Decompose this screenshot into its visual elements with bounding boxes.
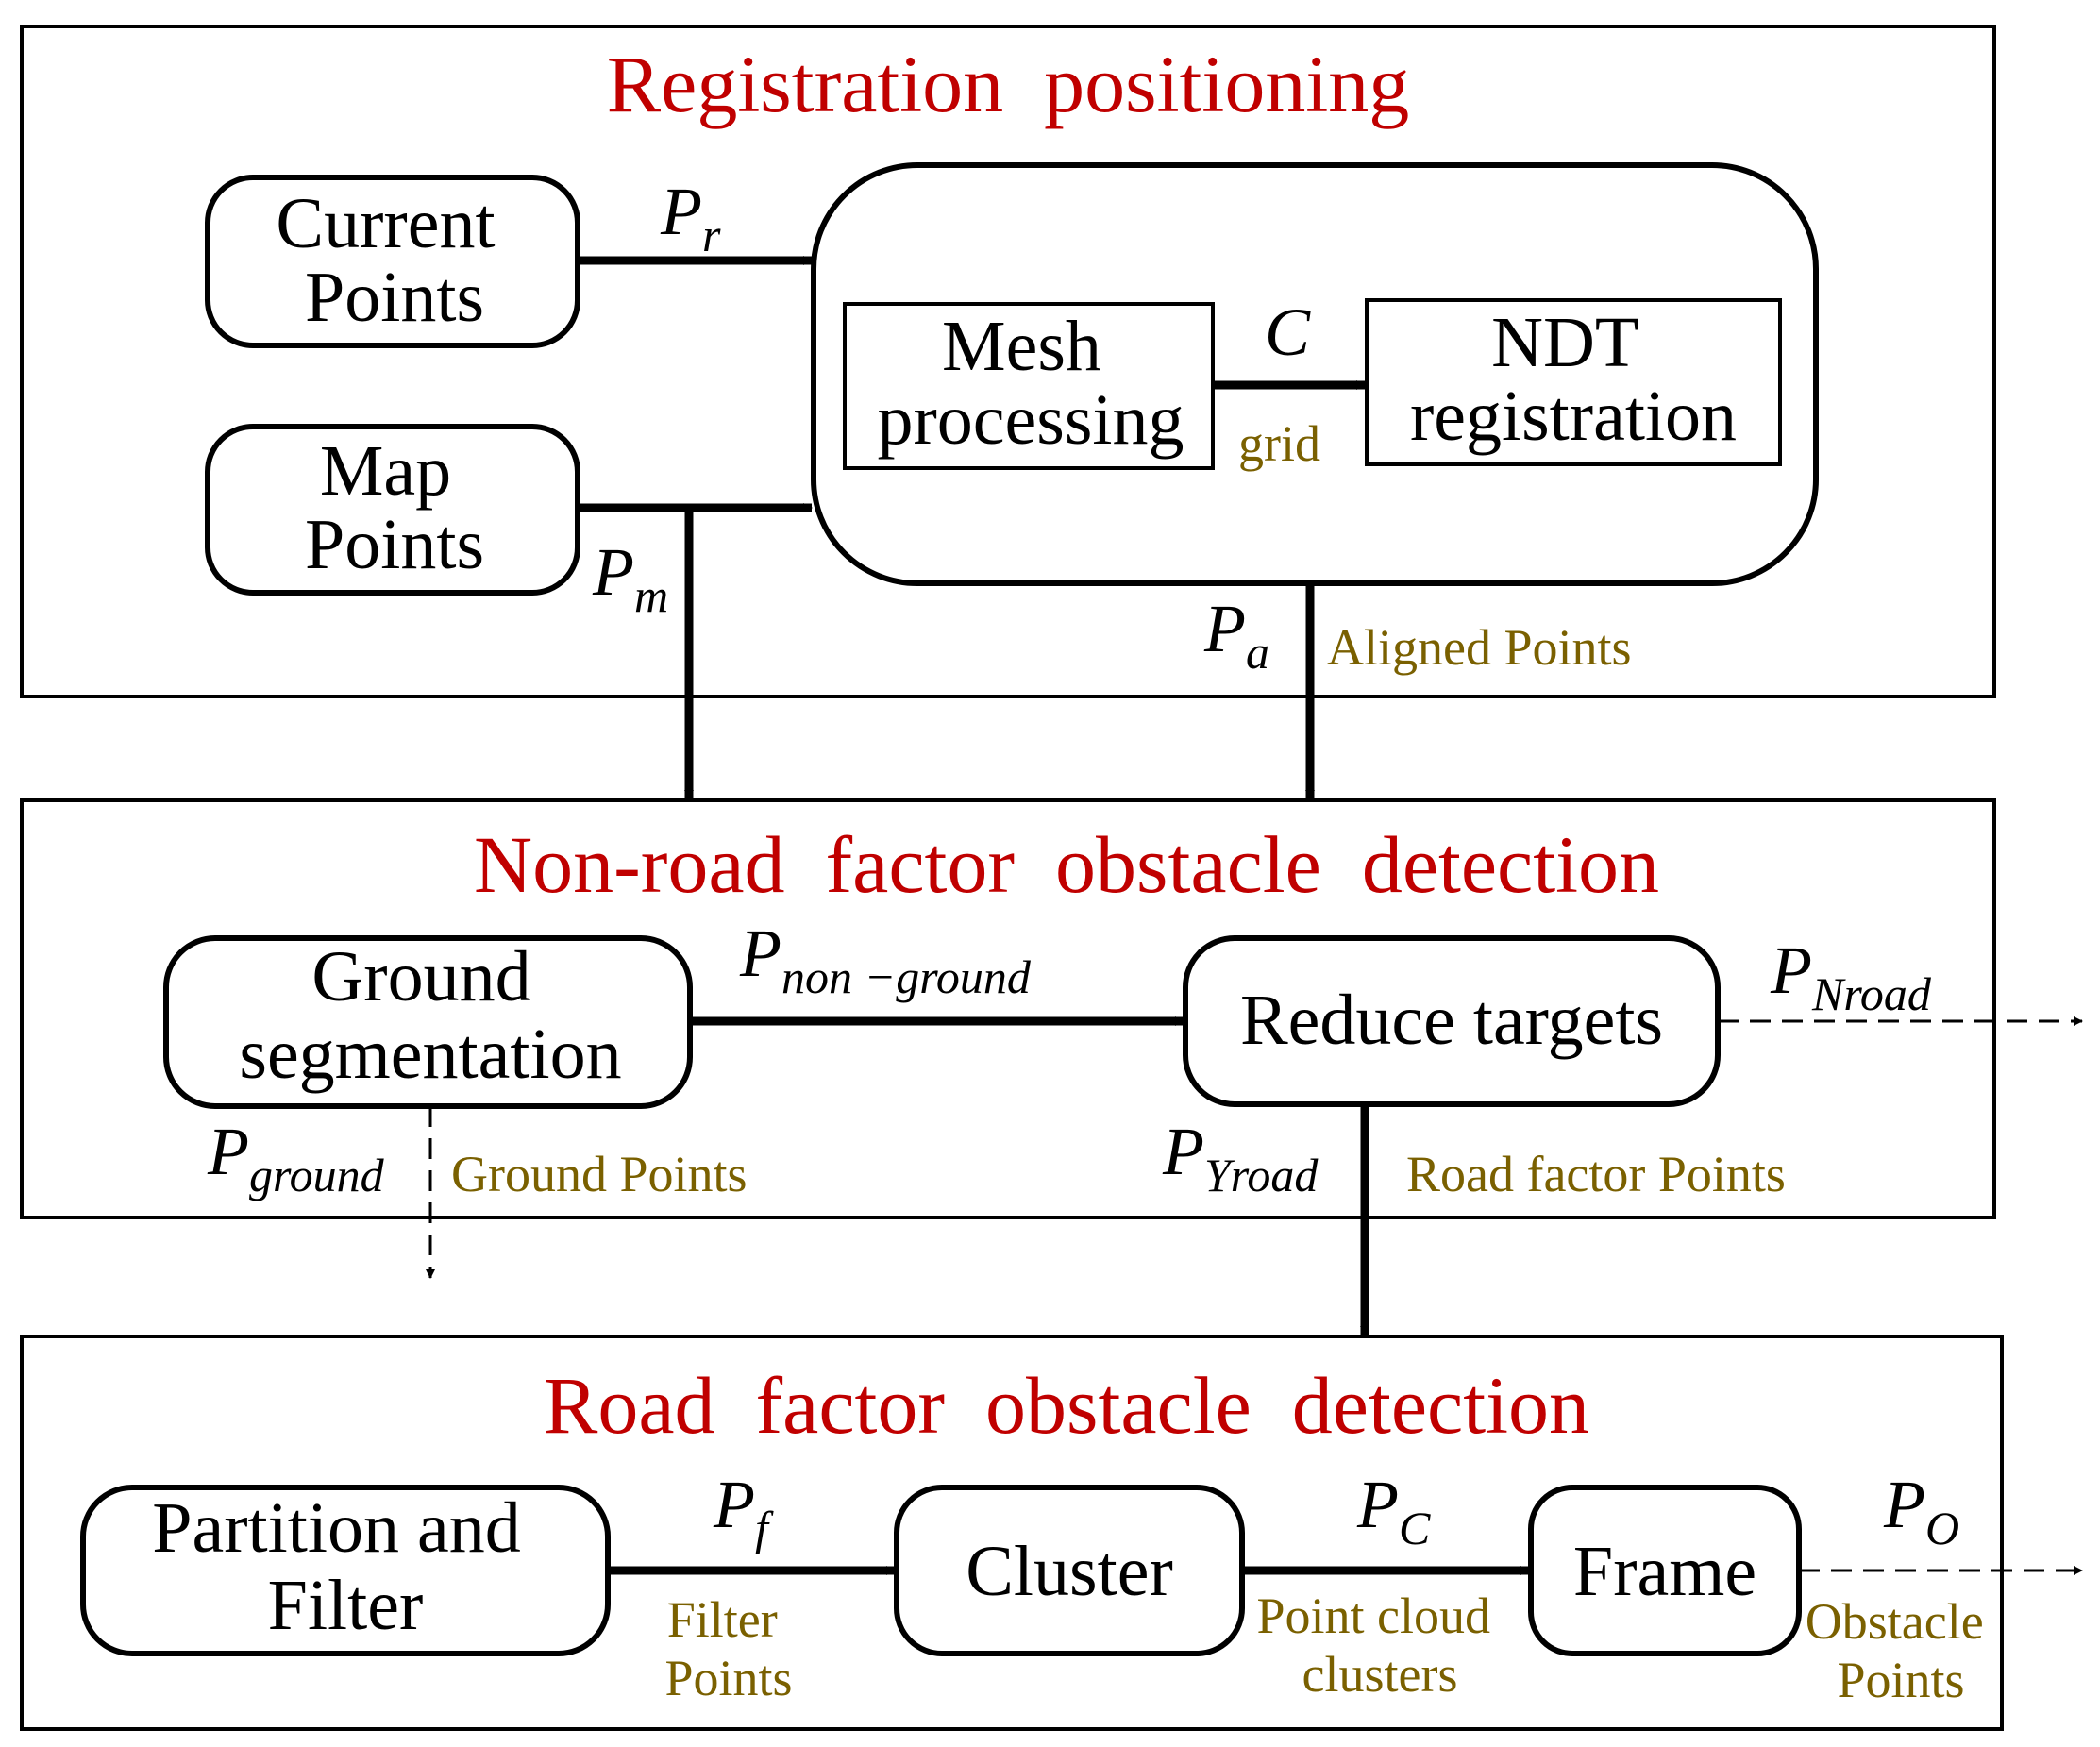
var-pyroad: PYroad [1162, 1114, 1319, 1201]
var-pf: Pf [713, 1467, 774, 1554]
var-pm: Pm [592, 534, 668, 622]
current-points-label: Current Points [276, 184, 512, 337]
ground-segmentation-label: Ground segmentation [239, 937, 621, 1094]
cluster-label: Cluster [966, 1532, 1173, 1611]
var-po: PO [1883, 1467, 1959, 1554]
note-ground-points: Ground Points [451, 1146, 748, 1202]
var-pc: PC [1356, 1467, 1431, 1554]
var-c: C [1265, 294, 1311, 370]
note-filter-points: Filter Points [664, 1591, 792, 1706]
road-title: Road factor obstacle detection [544, 1360, 1589, 1451]
registration-section-frame [20, 25, 1996, 698]
nonroad-title: Non-road factor obstacle detection [474, 819, 1659, 910]
note-obstacle-points: Obstacle Points [1806, 1593, 1996, 1708]
note-aligned-points: Aligned Points [1327, 619, 1632, 676]
note-grid: grid [1238, 415, 1320, 472]
frame-label: Frame [1573, 1532, 1756, 1611]
var-pnonground: Pnon −ground [739, 915, 1032, 1003]
road-section-frame [20, 1335, 2004, 1731]
ndt-registration-label: NDT registration [1410, 303, 1737, 456]
nonroad-section-frame [20, 798, 1996, 1219]
partition-filter-label: Partition and Filter [152, 1488, 539, 1645]
note-road-factor-points: Road factor Points [1406, 1146, 1786, 1202]
map-points-label: Map Points [305, 431, 484, 584]
var-pr: Pr [660, 174, 721, 261]
var-pground: Pground [207, 1114, 385, 1201]
reduce-targets-label: Reduce targets [1240, 981, 1663, 1060]
mesh-processing-label: Mesh processing [877, 307, 1184, 460]
registration-title: Registration positioning [607, 39, 1409, 129]
registration-module-box [811, 162, 1819, 586]
var-pnroad: PNroad [1770, 932, 1932, 1020]
note-point-cloud-clusters: Point cloud clusters [1256, 1587, 1503, 1703]
var-pa: Pa [1203, 591, 1269, 679]
ndt-registration-box [1365, 298, 1782, 466]
